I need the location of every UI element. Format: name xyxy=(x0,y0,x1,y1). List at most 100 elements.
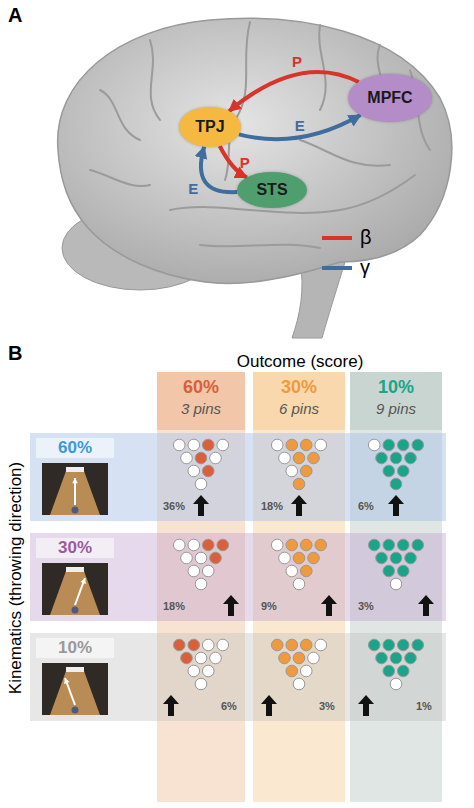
bowling-pin xyxy=(376,552,388,564)
bowling-pin xyxy=(412,539,424,551)
throw-arrow-head xyxy=(72,478,78,483)
region-ellipse: MPFC xyxy=(348,74,432,122)
legend-text: β xyxy=(360,226,372,249)
bowling-pin xyxy=(383,465,395,477)
bowling-pin xyxy=(286,565,298,577)
connection-arrow xyxy=(201,147,237,193)
bowling-pin xyxy=(188,639,200,651)
lane-floor xyxy=(50,671,100,715)
table-cell: 1% xyxy=(416,700,432,712)
bowling-pin xyxy=(202,465,214,477)
region-name: MPFC xyxy=(367,89,412,107)
lane-floor xyxy=(50,571,100,615)
bowling-pin xyxy=(181,652,193,664)
connection-arrow xyxy=(239,115,361,139)
direction-arrow xyxy=(358,695,374,716)
direction-arrow xyxy=(223,595,239,616)
outcome-probability: 10% xyxy=(378,377,414,398)
throw-arrow xyxy=(75,578,85,605)
bowling-pin xyxy=(195,678,207,690)
bowling-pin xyxy=(315,439,327,451)
bowling-pin xyxy=(195,552,207,564)
bowling-pin xyxy=(195,478,207,490)
table-cell: 18% xyxy=(163,600,185,612)
bowling-pin xyxy=(390,452,402,464)
bowling-pin xyxy=(405,652,417,664)
bowling-pin xyxy=(397,639,409,651)
direction-arrow xyxy=(388,495,404,516)
bowling-pin xyxy=(383,665,395,677)
bowling-pin xyxy=(397,539,409,551)
bowling-pin xyxy=(195,652,207,664)
bowling-pin xyxy=(173,639,185,651)
outcome-score: 3 pins xyxy=(181,400,221,417)
sulci xyxy=(90,22,430,248)
bowling-pin xyxy=(293,578,305,590)
bowling-pin xyxy=(293,452,305,464)
pin-deck xyxy=(66,467,84,472)
bowling-pin xyxy=(308,452,320,464)
bowling-pin xyxy=(397,439,409,451)
table-cell: 6% xyxy=(358,500,374,512)
axis-label: Outcome (score) xyxy=(237,352,364,372)
bowling-pin xyxy=(217,539,229,551)
bowling-pin xyxy=(217,639,229,651)
bowling-pin xyxy=(390,478,402,490)
bowling-pin xyxy=(202,565,214,577)
bowling-pin xyxy=(412,439,424,451)
region-name: TPJ xyxy=(195,118,224,136)
bowling-pin xyxy=(383,565,395,577)
bowling-pin xyxy=(397,665,409,677)
bowling-pin xyxy=(202,439,214,451)
table-cell: 3% xyxy=(319,700,335,712)
bowling-ball xyxy=(72,507,79,514)
bowling-pin xyxy=(300,439,312,451)
pin-deck xyxy=(66,567,84,572)
lane-frame xyxy=(42,663,108,715)
bowling-pin xyxy=(279,452,291,464)
bowling-pin xyxy=(286,539,298,551)
bowling-ball xyxy=(72,707,79,714)
bowling-pin xyxy=(293,678,305,690)
bowling-pin xyxy=(300,565,312,577)
edge-label: E xyxy=(188,180,198,197)
bowling-pin xyxy=(271,539,283,551)
bowling-pin xyxy=(286,665,298,677)
bowling-pin xyxy=(300,639,312,651)
bowling-ball xyxy=(72,607,79,614)
direction-arrow xyxy=(321,595,337,616)
bowling-pin xyxy=(390,578,402,590)
bowling-pin xyxy=(188,439,200,451)
bowling-pin xyxy=(300,465,312,477)
lane-frame xyxy=(42,463,108,515)
bowling-pin xyxy=(286,639,298,651)
bowling-pin xyxy=(279,652,291,664)
bowling-pin xyxy=(376,652,388,664)
outcome-probability: 60% xyxy=(183,377,219,398)
bowling-pin xyxy=(412,639,424,651)
table-cell: 18% xyxy=(261,500,283,512)
bowling-pin xyxy=(188,539,200,551)
direction-arrow xyxy=(261,695,277,716)
bowling-pin xyxy=(271,639,283,651)
bowling-pin xyxy=(315,639,327,651)
bowling-pin xyxy=(279,552,291,564)
kinematics-probability: 10% xyxy=(36,638,114,658)
edge-label: E xyxy=(295,117,305,134)
throw-arrow-head xyxy=(64,678,69,684)
bowling-pin xyxy=(188,565,200,577)
legend-text: γ xyxy=(360,256,370,279)
bowling-pin xyxy=(293,478,305,490)
bowling-pin xyxy=(210,652,222,664)
lane-frame xyxy=(42,563,108,615)
connection-arrow xyxy=(229,72,359,111)
table-cell: 3% xyxy=(358,600,374,612)
bowling-pin xyxy=(315,539,327,551)
direction-arrow xyxy=(193,495,209,516)
bowling-pin xyxy=(293,652,305,664)
bowling-pin xyxy=(173,539,185,551)
axis-label: Kinematics (throwing direction) xyxy=(6,462,26,694)
bowling-pin xyxy=(376,452,388,464)
bowling-pin xyxy=(271,439,283,451)
pin-deck xyxy=(66,667,84,672)
